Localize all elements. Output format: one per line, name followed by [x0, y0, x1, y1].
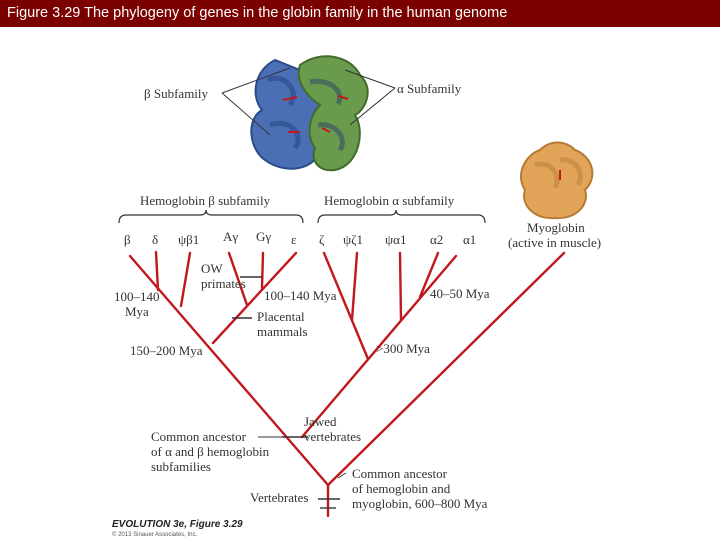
vertebrates-label: Vertebrates — [250, 490, 308, 505]
beta-subfamily-label: β Subfamily — [144, 86, 209, 101]
gene-label-alpha1: α1 — [463, 232, 476, 247]
common-ancestor-hm-line3: myoglobin, 600–800 Mya — [352, 496, 488, 511]
myoglobin-structure-icon — [520, 141, 594, 220]
psi-alpha1-branch — [398, 251, 403, 322]
figure-title: Figure 3.29 The phylogeny of genes in th… — [7, 5, 508, 21]
psi-beta1-branch — [179, 251, 192, 308]
placental-mammals-line1: Placental — [257, 309, 305, 324]
beta-main-branch — [128, 254, 330, 487]
beta-subfamily-brace — [118, 209, 304, 224]
a-gamma-branch — [227, 251, 249, 307]
alpha-subfamily-label: α Subfamily — [397, 81, 462, 96]
common-ancestor-hm-line1: Common ancestor — [352, 466, 448, 481]
mya-300-label: >300 Mya — [376, 341, 430, 356]
mya-40-50-label: 40–50 Mya — [430, 286, 490, 301]
myoglobin-label-line1: Myoglobin — [527, 220, 585, 235]
alpha-subfamily-brace — [317, 209, 486, 224]
beta-gene-labels: β δ ψβ1 Aγ Gγ ε — [124, 229, 297, 247]
delta-branch — [154, 250, 160, 292]
book-credit: EVOLUTION 3e, Figure 3.29 — [112, 519, 243, 530]
annotation-leaders — [258, 436, 347, 479]
alpha-gene-labels: ζ ψζ1 ψα1 α2 α1 — [319, 232, 476, 247]
myoglobin-label-line2: (active in muscle) — [508, 235, 601, 250]
common-ancestor-ab-line3: subfamilies — [151, 459, 211, 474]
copyright-notice: © 2013 Sinauer Associates, Inc. — [112, 532, 198, 538]
placental-mammals-line2: mammals — [257, 324, 308, 339]
gene-label-g-gamma: Gγ — [256, 229, 271, 244]
gene-label-beta: β — [124, 232, 131, 247]
event-ticks — [232, 276, 340, 509]
gene-label-delta: δ — [152, 232, 158, 247]
common-ancestor-hm-line2: of hemoglobin and — [352, 481, 451, 496]
gene-label-psi-zeta1: ψζ1 — [343, 232, 363, 247]
gamma-epsilon-branch — [211, 251, 298, 345]
hb-alpha-subfamily-label: Hemoglobin α subfamily — [324, 193, 455, 208]
g-gamma-branch — [260, 251, 265, 290]
gene-label-zeta: ζ — [319, 232, 325, 247]
myoglobin-branch — [326, 251, 566, 487]
mya-100-140-mid-label: 100–140 Mya — [264, 288, 337, 303]
gene-label-alpha2: α2 — [430, 232, 443, 247]
alpha-main-branch — [300, 254, 458, 439]
common-ancestor-ab-line2: of α and β hemoglobin — [151, 444, 270, 459]
zeta-branch — [322, 251, 370, 361]
ow-primates-line2: primates — [201, 276, 246, 291]
mya-150-200-label: 150–200 Mya — [130, 343, 203, 358]
gene-label-psi-alpha1: ψα1 — [385, 232, 406, 247]
phylogeny-tree — [128, 250, 566, 518]
common-ancestor-ab-line1: Common ancestor — [151, 429, 247, 444]
gene-label-epsilon: ε — [291, 232, 297, 247]
gene-label-psi-beta1: ψβ1 — [178, 232, 199, 247]
hb-beta-subfamily-label: Hemoglobin β subfamily — [140, 193, 271, 208]
alpha2-branch — [418, 251, 440, 299]
jawed-vertebrates-line1: Jawed — [304, 414, 337, 429]
gene-label-a-gamma: Aγ — [223, 229, 238, 244]
hemoglobin-structure-icon — [250, 55, 369, 172]
psi-zeta1-branch — [350, 251, 359, 322]
figure-header: Figure 3.29 The phylogeny of genes in th… — [0, 0, 720, 27]
jawed-vertebrates-line2: vertebrates — [304, 429, 361, 444]
mya-100-140-left-line1: 100–140 — [114, 289, 160, 304]
ow-primates-line1: OW — [201, 261, 223, 276]
mya-100-140-left-line2: Mya — [125, 304, 149, 319]
